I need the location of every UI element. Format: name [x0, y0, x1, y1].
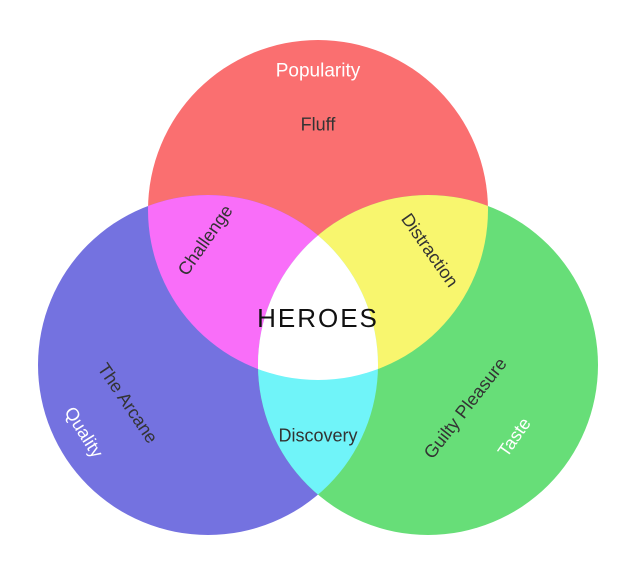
heroes-region [258, 195, 378, 380]
heroes-title: HEROES [257, 303, 379, 333]
fluff-label: Fluff [301, 114, 337, 134]
discovery-label: Discovery [278, 425, 357, 445]
popularity-label: Popularity [276, 61, 361, 82]
